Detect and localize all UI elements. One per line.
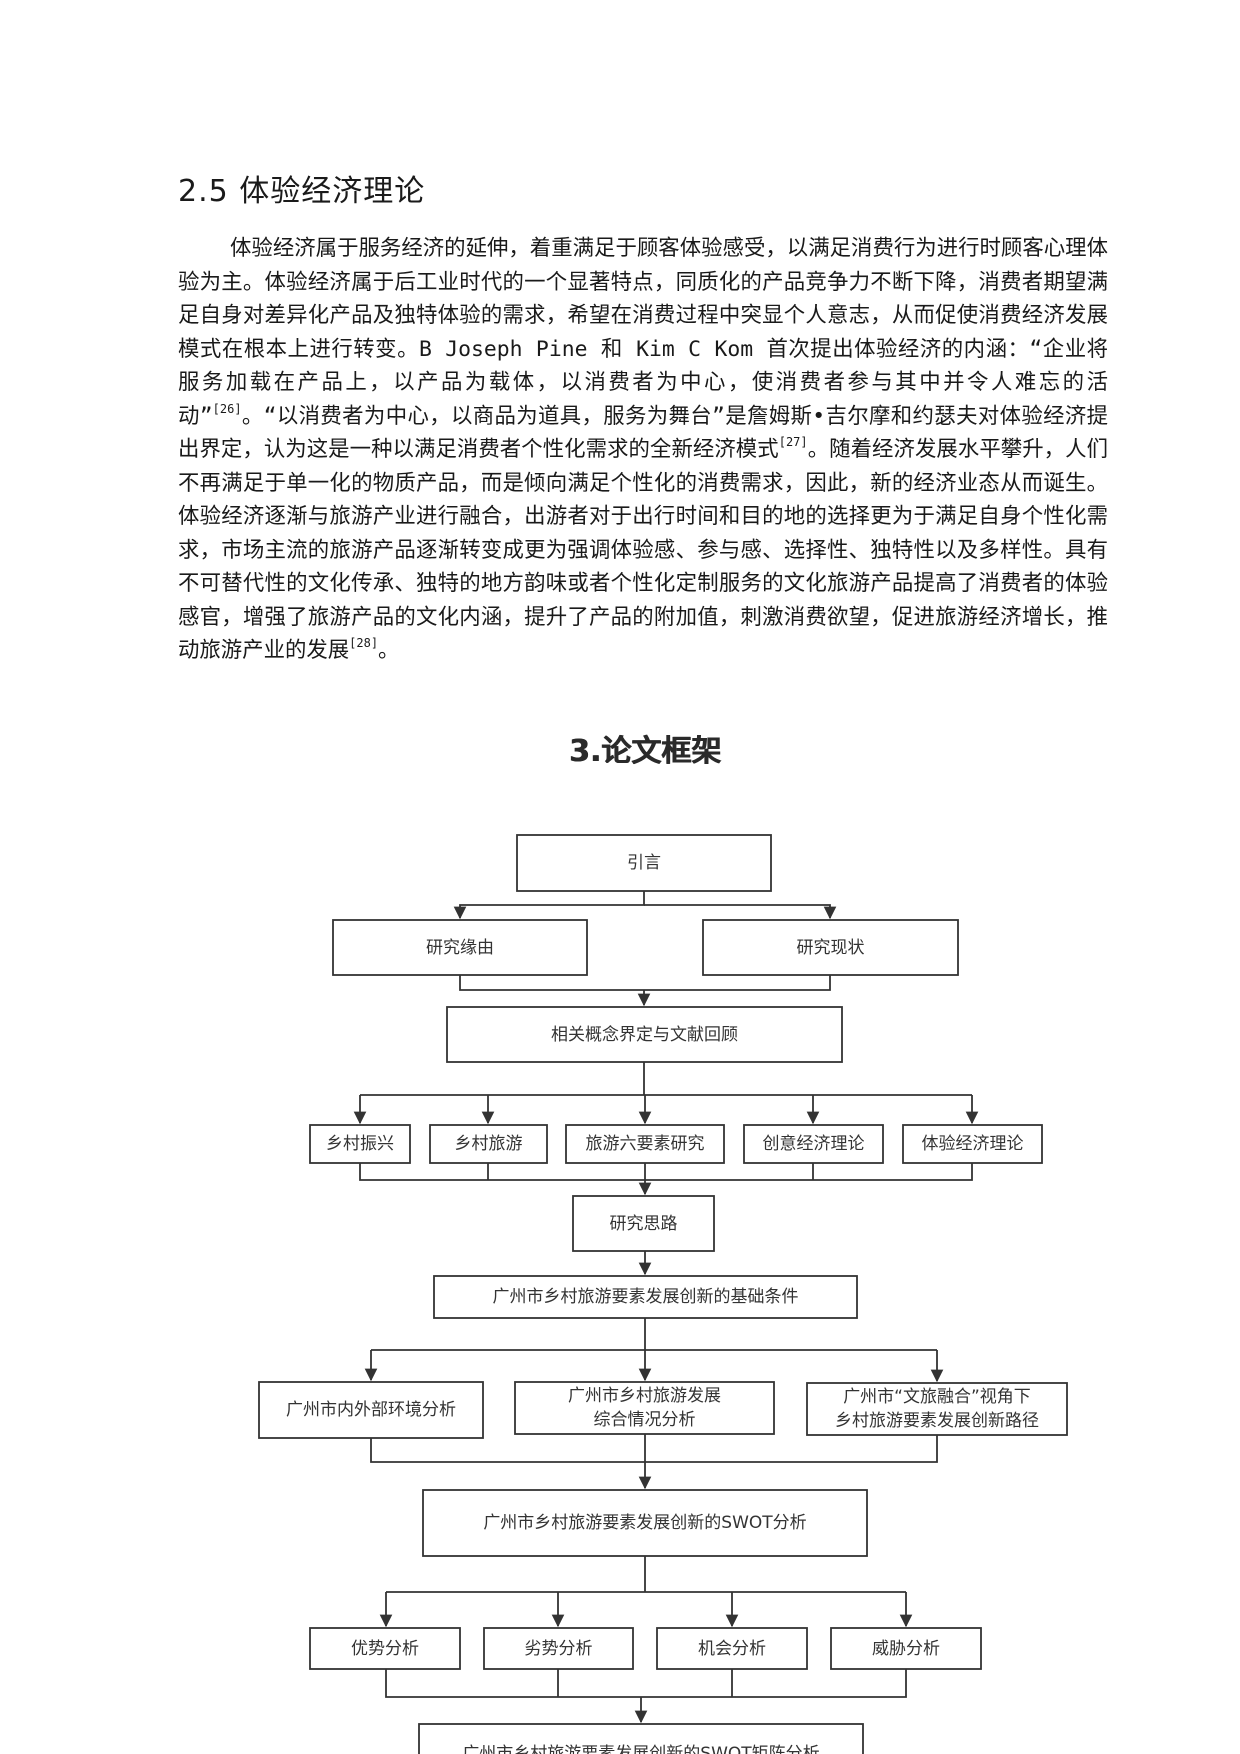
node-swot-matrix-box — [418, 1723, 864, 1754]
paragraph-text-4: 。 — [378, 638, 400, 663]
framework-heading: 3.论文框架 — [568, 734, 722, 769]
node-swot-label: 广州市乡村旅游要素发展创新的SWOT分析 — [483, 1513, 807, 1533]
connector-merge-analysis — [370, 1435, 938, 1463]
connector-merge-reason-status — [459, 975, 831, 991]
reference-marker-26: [26] — [212, 401, 242, 416]
node-six-elements-label: 旅游六要素研究 — [585, 1134, 705, 1154]
node-weaknesses-label: 劣势分析 — [524, 1638, 593, 1659]
node-reason-label: 研究缘由 — [426, 937, 494, 958]
paragraph-text-2: 。“以消费者为中心，以商品为道具，服务为舞台”是詹姆斯•吉尔摩和约瑟夫对体验经济… — [178, 403, 1108, 463]
node-threats-label: 威胁分析 — [872, 1638, 940, 1659]
paragraph-text-1: 体验经济属于服务经济的延伸，着重满足于顾客体验感受，以满足消费行为进行时顾客心理… — [178, 236, 1108, 429]
reference-marker-27: [27] — [778, 435, 808, 449]
connector-intro-to-status — [644, 904, 837, 920]
section-heading: 2.5 体验经济理论 — [178, 174, 426, 209]
node-rural-tourism-label: 乡村旅游 — [454, 1134, 523, 1154]
node-opportunities-label: 机会分析 — [698, 1638, 766, 1659]
node-research-idea-box — [572, 1195, 715, 1252]
node-environment-label: 广州市内外部环境分析 — [286, 1400, 456, 1420]
connector-merge-theories — [359, 1163, 973, 1181]
connector-intro-split — [453, 891, 645, 920]
node-strengths-box — [309, 1627, 461, 1670]
node-overall-situation-label: 广州市乡村旅游发展 综合情况分析 — [568, 1386, 721, 1430]
node-basic-conditions-label: 广州市乡村旅游要素发展创新的基础条件 — [492, 1287, 799, 1307]
node-intro-label: 引言 — [627, 853, 661, 873]
reference-marker-28: [28] — [349, 636, 379, 650]
paragraph-text-3: 。随着经济发展水平攀升，人们不再满足于单一化的物质产品，而是倾向满足个性化的消费… — [178, 437, 1108, 663]
node-experience-economy-label: 体验经济理论 — [921, 1134, 1024, 1154]
node-innovation-path-label: 广州市“文旅融合”视角下 乡村旅游要素发展创新路径 — [835, 1387, 1039, 1431]
connector-merge-swot-items — [385, 1669, 907, 1698]
node-concepts-label: 相关概念界定与文献回顾 — [551, 1024, 738, 1045]
node-status-label: 研究现状 — [796, 937, 865, 958]
node-research-idea-label: 研究思路 — [609, 1213, 678, 1234]
node-rural-revival-label: 乡村振兴 — [326, 1134, 394, 1154]
section-body-paragraph: 体验经济属于服务经济的延伸，着重满足于顾客体验感受，以满足消费行为进行时顾客心理… — [178, 232, 1108, 668]
node-swot-matrix-label: 广州市乡村旅游要素发展创新的SWOT矩阵分析 — [462, 1744, 820, 1754]
node-creative-economy-label: 创意经济理论 — [762, 1134, 865, 1154]
node-strengths-label: 优势分析 — [351, 1638, 419, 1659]
